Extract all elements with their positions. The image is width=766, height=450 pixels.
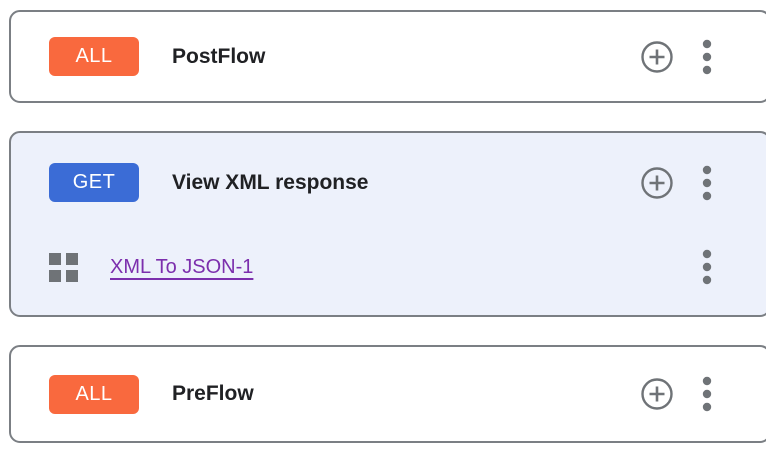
flow-more-menu-button[interactable]	[701, 38, 713, 76]
vertical-ellipsis-icon	[702, 165, 712, 200]
add-step-button[interactable]	[640, 377, 674, 411]
flow-header: ALL PostFlow	[11, 12, 766, 101]
add-step-button[interactable]	[640, 166, 674, 200]
flow-more-menu-button[interactable]	[701, 375, 713, 413]
plus-circle-icon	[641, 378, 673, 410]
flow-card-postflow: ALL PostFlow	[9, 10, 766, 103]
method-badge: ALL	[49, 374, 139, 414]
method-badge: GET	[49, 163, 139, 202]
policy-step-row: XML To JSON-1	[11, 248, 766, 286]
vertical-ellipsis-icon	[702, 249, 712, 285]
flow-card-preflow: ALL PreFlow	[9, 345, 766, 443]
flow-header: GET View XML response	[11, 133, 766, 202]
vertical-ellipsis-icon	[702, 39, 712, 74]
flow-title: PostFlow	[172, 44, 266, 68]
flow-title: View XML response	[172, 170, 369, 194]
vertical-ellipsis-icon	[702, 376, 712, 412]
plus-circle-icon	[641, 166, 673, 199]
policy-link[interactable]: XML To JSON-1	[110, 255, 254, 278]
plus-circle-icon	[641, 40, 673, 73]
method-badge: ALL	[49, 37, 139, 76]
flow-more-menu-button[interactable]	[701, 164, 713, 202]
flow-header: ALL PreFlow	[11, 347, 766, 441]
policy-grid-icon	[49, 252, 78, 282]
add-step-button[interactable]	[640, 40, 674, 74]
flow-card-view-xml-response: GET View XML response XML To	[9, 131, 766, 317]
flow-title: PreFlow	[172, 382, 254, 405]
policy-more-menu-button[interactable]	[701, 248, 713, 286]
